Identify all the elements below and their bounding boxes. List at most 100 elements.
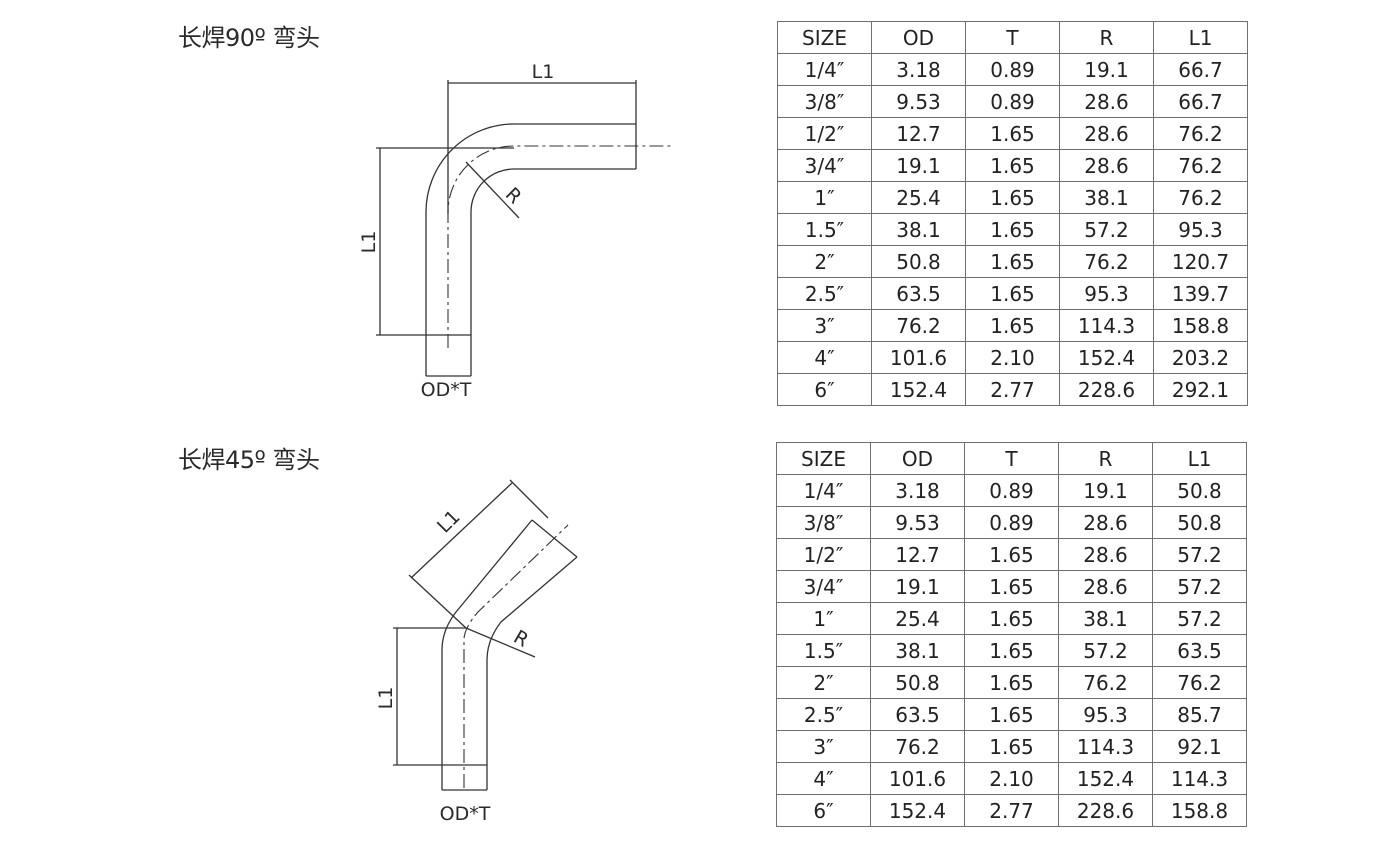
elbow-90-table-cell: 1″: [777, 181, 872, 214]
elbow-45-table-cell: 1.65: [964, 730, 1059, 763]
elbow-45-table-cell: 1/4″: [776, 474, 871, 507]
elbow-45-table-cell: 1/2″: [776, 538, 871, 571]
elbow-90-table-cell: 4″: [777, 341, 872, 374]
elbow-45-table-cell: 50.8: [1152, 474, 1247, 507]
elbow-90-table-cell: 2.77: [965, 373, 1060, 406]
elbow-90-table-cell: 1.65: [965, 149, 1060, 182]
elbow-45-table-cell: 76.2: [870, 730, 965, 763]
elbow-90-column-header: T: [965, 21, 1060, 54]
elbow-90-table-cell: 203.2: [1153, 341, 1248, 374]
elbow-45-table-cell: 0.89: [964, 506, 1059, 539]
elbow-90-table-cell: 19.1: [1059, 53, 1154, 86]
elbow-90-table-cell: 1.5″: [777, 213, 872, 246]
elbow-45-table-cell: 28.6: [1058, 506, 1153, 539]
elbow-45-table-cell: 25.4: [870, 602, 965, 635]
elbow-45-column-header: T: [964, 442, 1059, 475]
elbow-45-table-cell: 38.1: [1058, 602, 1153, 635]
elbow-45-table-cell: 28.6: [1058, 570, 1153, 603]
elbow-90-table-cell: 38.1: [871, 213, 966, 246]
elbow-45-table-cell: 114.3: [1152, 762, 1247, 795]
elbow-90-table-cell: 25.4: [871, 181, 966, 214]
elbow-45-table-cell: 1″: [776, 602, 871, 635]
elbow-45-table-cell: 152.4: [870, 794, 965, 827]
elbow-90-table-cell: 9.53: [871, 85, 966, 118]
elbow-45-l1-top-label: L1: [433, 506, 465, 538]
elbow-45-table-cell: 50.8: [870, 666, 965, 699]
elbow-45-table-cell: 114.3: [1058, 730, 1153, 763]
elbow-90-table-cell: 1.65: [965, 181, 1060, 214]
elbow-90-table-cell: 228.6: [1059, 373, 1154, 406]
elbow-90-outer-wall: [425, 123, 636, 376]
elbow-90-table-cell: 6″: [777, 373, 872, 406]
elbow-45-table-cell: 3/8″: [776, 506, 871, 539]
elbow-90-table-cell: 95.3: [1153, 213, 1248, 246]
elbow-90-table-cell: 1.65: [965, 277, 1060, 310]
elbow-45-table-cell: 95.3: [1058, 698, 1153, 731]
elbow-45-column-header: R: [1058, 442, 1153, 475]
elbow-90-table-cell: 152.4: [1059, 341, 1154, 374]
elbow-45-table-cell: 12.7: [870, 538, 965, 571]
elbow-45-table-cell: 1.65: [964, 634, 1059, 667]
elbow-45-table-cell: 57.2: [1152, 538, 1247, 571]
elbow-90-od-label: OD*T: [421, 379, 472, 401]
elbow-90-table-cell: 76.2: [1153, 181, 1248, 214]
elbow-90-r-label: R: [501, 183, 526, 208]
elbow-45-table-cell: 2.5″: [776, 698, 871, 731]
elbow-90-l1-top-label: L1: [532, 61, 555, 83]
elbow-90-table-cell: 1.65: [965, 117, 1060, 150]
elbow-45-table-cell: 63.5: [870, 698, 965, 731]
elbow-90-table-cell: 0.89: [965, 85, 1060, 118]
elbow-90-table-cell: 28.6: [1059, 85, 1154, 118]
elbow-45-table-cell: 3/4″: [776, 570, 871, 603]
elbow-90-table-cell: 114.3: [1059, 309, 1154, 342]
elbow-90-table-cell: 63.5: [871, 277, 966, 310]
elbow-90-table-cell: 0.89: [965, 53, 1060, 86]
elbow-45-table-cell: 158.8: [1152, 794, 1247, 827]
elbow-90-table-cell: 1/2″: [777, 117, 872, 150]
elbow-45-table-cell: 57.2: [1152, 602, 1247, 635]
elbow-90-column-header: R: [1059, 21, 1154, 54]
elbow-45-table-cell: 63.5: [1152, 634, 1247, 667]
elbow-45-table-cell: 0.89: [964, 474, 1059, 507]
elbow-90-table-cell: 1.65: [965, 245, 1060, 278]
elbow-90-l1-side-label: L1: [358, 231, 380, 254]
elbow-45-table-cell: 6″: [776, 794, 871, 827]
elbow-45-table-cell: 1.65: [964, 538, 1059, 571]
elbow-45-column-header: OD: [870, 442, 965, 475]
elbow-45-table-cell: 9.53: [870, 506, 965, 539]
elbow-90-table-cell: 76.2: [1153, 149, 1248, 182]
elbow-90-table-cell: 57.2: [1059, 213, 1154, 246]
elbow-90-table-cell: 19.1: [871, 149, 966, 182]
elbow-45-table-cell: 38.1: [870, 634, 965, 667]
elbow-90-table-cell: 95.3: [1059, 277, 1154, 310]
elbow-45-table-cell: 1.65: [964, 570, 1059, 603]
elbow-45-r-label: R: [510, 626, 532, 652]
elbow-90-table-cell: 38.1: [1059, 181, 1154, 214]
elbow-45-l1-side-label: L1: [375, 687, 397, 710]
elbow-45-table-cell: 2.10: [964, 762, 1059, 795]
elbow-45-table-cell: 1.65: [964, 602, 1059, 635]
elbow-90-table-cell: 2.5″: [777, 277, 872, 310]
